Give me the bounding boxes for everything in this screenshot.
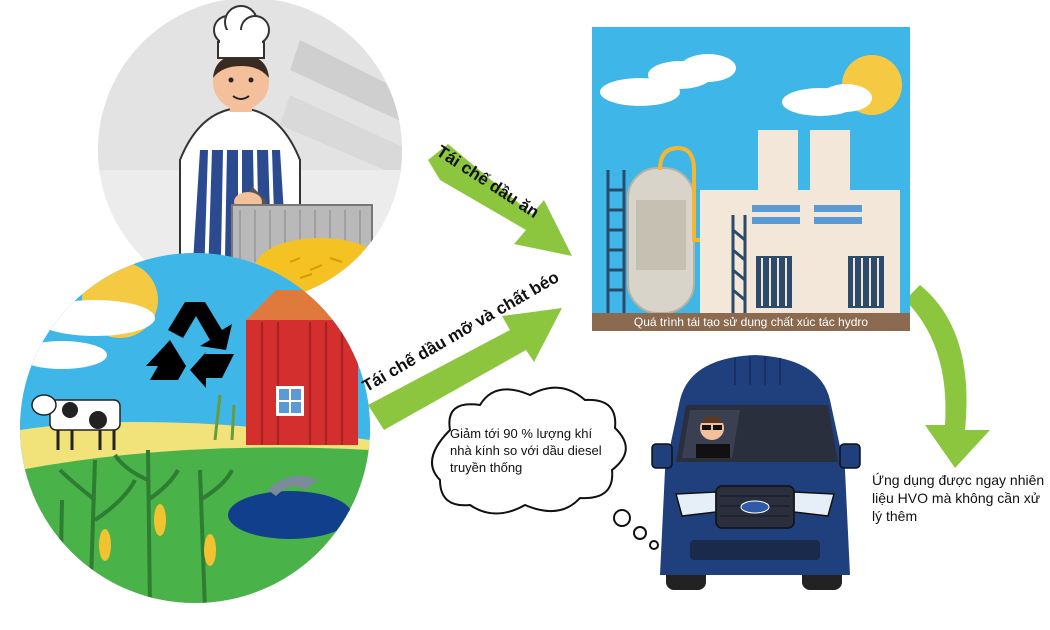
arrow-fat [368,308,562,430]
thought-bubble-text: Giảm tới 90 % lượng khí nhà kính so với … [450,426,602,475]
arrow-to-vehicle [905,285,990,468]
thought-bubble [431,386,659,550]
hydrotreatment-plant [592,27,910,331]
cow [31,394,121,450]
usage-note: Ứng dụng được ngay nhiên liệu HVO mà khô… [872,472,1045,524]
farm-scene [20,253,370,603]
arrow-cooking-oil [428,144,572,256]
process-caption: Quá trình tái tạo sử dụng chất xúc tác h… [633,315,869,329]
ford-logo [740,500,770,514]
van [651,355,861,590]
recycle-icon [146,302,234,388]
